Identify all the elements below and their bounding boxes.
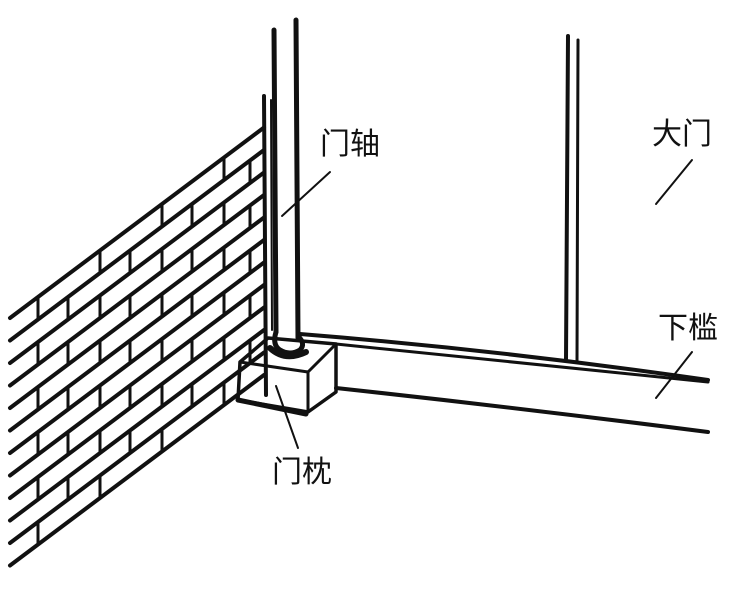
brick-mortar-course (8, 215, 266, 410)
brick-mortar-course (8, 305, 266, 500)
axle-left-edge (271, 27, 279, 335)
brick-joints (36, 157, 252, 545)
pillow-shadow (235, 397, 309, 417)
brick-wall (8, 94, 273, 568)
sill-top-back (298, 332, 710, 382)
brick-mortar-course (8, 350, 266, 545)
brick-mortar-course (8, 193, 266, 388)
axle-socket (267, 345, 309, 360)
brick-mortar-course (8, 238, 266, 433)
brick-mortar-course (8, 328, 266, 523)
sill-bottom (334, 386, 710, 434)
gate-leaf (564, 34, 580, 364)
brick-courses (8, 125, 266, 568)
label-door-axle: 门轴 (320, 127, 380, 162)
wall-corner-edge-inner (270, 99, 273, 331)
axle-right-edge (293, 17, 301, 341)
leader-gate (655, 159, 693, 205)
door-pillow-block (235, 336, 338, 417)
brick-mortar-course (8, 148, 266, 343)
brick-mortar-course (8, 373, 266, 568)
lower-sill (298, 332, 710, 434)
axle-base (272, 329, 306, 356)
door-axle-post (267, 17, 309, 360)
leader-lower-sill (655, 351, 693, 399)
label-lower-sill: 下槛 (658, 311, 718, 346)
label-gate: 大门 (652, 117, 712, 152)
leader-lines (275, 159, 693, 449)
gate-edge-left (564, 34, 570, 362)
leader-door-axle (281, 171, 331, 217)
brick-mortar-course (8, 283, 266, 478)
sill-top-front (334, 342, 710, 384)
gate-edge-right (575, 38, 580, 364)
label-door-pillow: 门枕 (272, 455, 332, 490)
brick-mortar-course (8, 170, 266, 365)
brick-mortar-course (8, 125, 266, 320)
wall-corner-edge (262, 94, 268, 397)
leader-door-pillow (275, 385, 299, 449)
brick-mortar-course (8, 260, 266, 455)
